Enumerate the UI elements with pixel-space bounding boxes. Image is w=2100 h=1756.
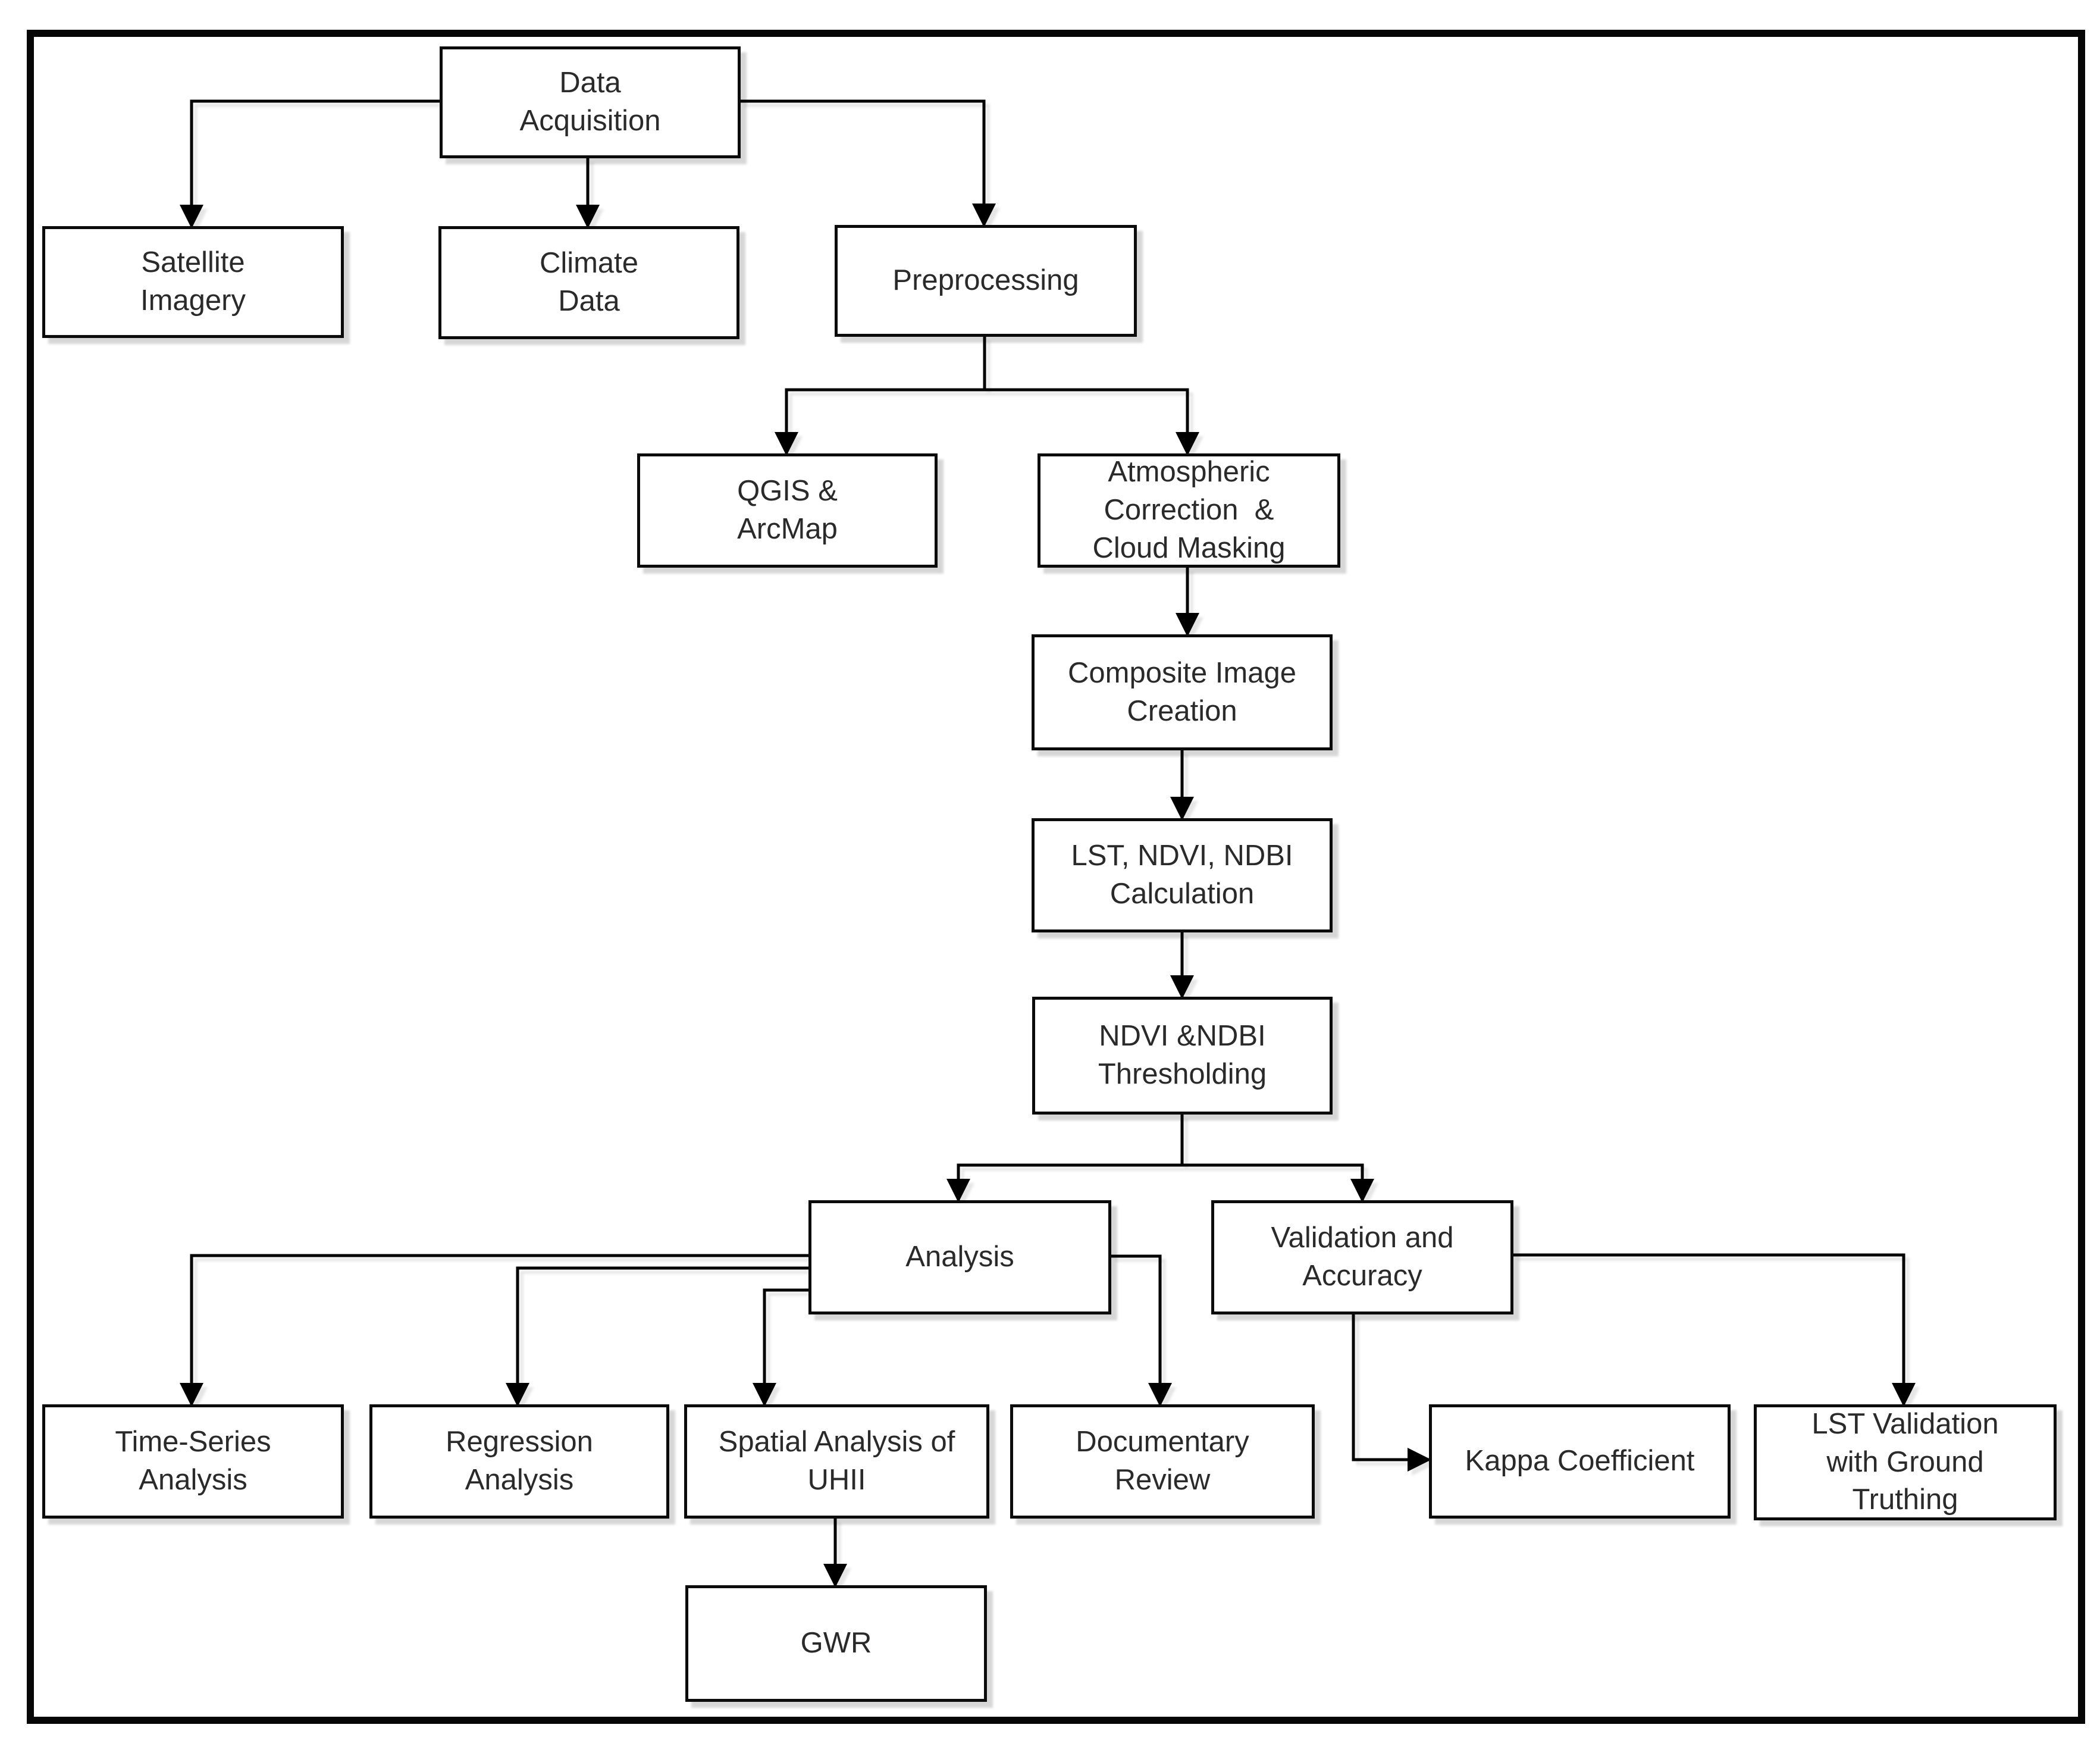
node-climate-data-label: Climate Data xyxy=(539,247,639,317)
node-satellite-imagery: Satellite Imagery xyxy=(42,226,344,338)
node-documentary-review-label: Documentary Review xyxy=(1076,1426,1249,1496)
node-gwr-label: GWR xyxy=(800,1627,872,1660)
node-satellite-imagery-label: Satellite Imagery xyxy=(140,246,246,317)
node-lst-validation-ground-truthing-label: LST Validation with Ground Truthing xyxy=(1811,1407,1999,1516)
node-composite-image-creation-label: Composite Image Creation xyxy=(1067,656,1296,727)
edge-analysis-spatial-uhii xyxy=(753,1288,808,1407)
node-lst-ndvi-ndbi-calculation-label: LST, NDVI, NDBI Calculation xyxy=(1071,840,1293,910)
node-lst-ndvi-ndbi-calculation: LST, NDVI, NDBI Calculation xyxy=(1032,818,1333,932)
node-ndvi-ndbi-thresholding: NDVI &NDBI Thresholding xyxy=(1032,997,1333,1115)
node-time-series-analysis-label: Time-Series Analysis xyxy=(115,1426,271,1496)
node-data-acquisition: Data Acquisition xyxy=(440,46,741,158)
node-lst-validation-ground-truthing: LST Validation with Ground Truthing xyxy=(1754,1404,2057,1520)
edge-thresholding-validation-accuracy xyxy=(1180,1115,1374,1203)
node-preprocessing-label: Preprocessing xyxy=(892,264,1079,297)
node-atmospheric-correction-label: Atmospheric Correction & Cloud Masking xyxy=(1092,456,1286,564)
node-qgis-arcmap: QGIS & ArcMap xyxy=(637,453,938,568)
edge-validation-kappa-coefficient xyxy=(1352,1314,1431,1472)
node-atmospheric-correction: Atmospheric Correction & Cloud Masking xyxy=(1038,453,1340,568)
node-qgis-arcmap-label: QGIS & ArcMap xyxy=(737,475,838,545)
node-documentary-review: Documentary Review xyxy=(1010,1404,1315,1519)
node-spatial-analysis-uhii: Spatial Analysis of UHII xyxy=(684,1404,989,1519)
node-gwr: GWR xyxy=(685,1585,987,1702)
diagram-outer-border xyxy=(27,30,2085,1724)
edge-analysis-time-series xyxy=(180,1254,808,1407)
edge-data-acquisition-preprocessing xyxy=(740,99,996,227)
node-analysis-label: Analysis xyxy=(905,1241,1014,1273)
node-regression-analysis: Regression Analysis xyxy=(369,1404,669,1519)
node-data-acquisition-label: Data Acquisition xyxy=(519,67,661,137)
node-validation-and-accuracy: Validation and Accuracy xyxy=(1211,1200,1513,1314)
node-climate-data: Climate Data xyxy=(438,226,739,339)
node-validation-and-accuracy-label: Validation and Accuracy xyxy=(1271,1222,1454,1292)
edge-analysis-documentary-review xyxy=(1111,1254,1172,1407)
edge-data-acquisition-satellite-imagery xyxy=(180,99,440,229)
node-time-series-analysis: Time-Series Analysis xyxy=(42,1404,344,1519)
node-preprocessing: Preprocessing xyxy=(835,225,1137,337)
node-composite-image-creation: Composite Image Creation xyxy=(1032,634,1333,750)
node-regression-analysis-label: Regression Analysis xyxy=(446,1426,593,1496)
edge-thresholding-analysis xyxy=(946,1115,1184,1203)
node-spatial-analysis-uhii-label: Spatial Analysis of UHII xyxy=(718,1426,955,1496)
edge-analysis-regression xyxy=(506,1266,808,1407)
node-kappa-coefficient: Kappa Coefficient xyxy=(1429,1404,1731,1519)
node-kappa-coefficient-label: Kappa Coefficient xyxy=(1465,1445,1695,1478)
edge-preprocessing-qgis-arcmap xyxy=(775,337,986,456)
edge-validation-lst-validation xyxy=(1513,1253,1916,1407)
node-ndvi-ndbi-thresholding-label: NDVI &NDBI Thresholding xyxy=(1098,1020,1267,1090)
node-analysis: Analysis xyxy=(808,1200,1111,1314)
edge-preprocessing-atmospheric-correction xyxy=(983,337,1199,456)
